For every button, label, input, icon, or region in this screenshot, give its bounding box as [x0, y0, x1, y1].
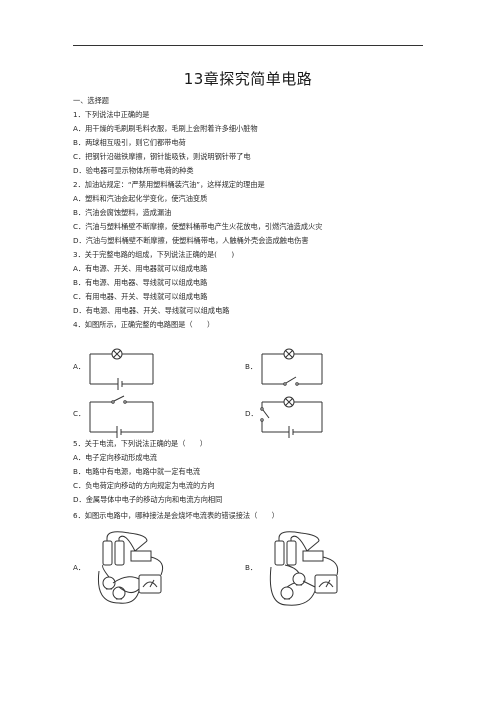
q4-label-c: C．	[73, 409, 86, 418]
q3-stem: 3．关于完整电路的组成，下列说法正确的是( )	[73, 250, 235, 259]
q1-option-a: A．用干燥的毛刷刷毛料衣服，毛刷上会附着许多细小脏物	[73, 124, 258, 133]
q4-circuit-a	[89, 348, 154, 390]
q6-circuit-a-illustration	[97, 531, 164, 604]
switch-icon	[260, 407, 264, 411]
q1-option-b: B．两球相互吸引，则它们都带电荷	[73, 138, 186, 147]
q4-circuit-b	[261, 348, 323, 386]
header-rule	[73, 45, 423, 46]
q1-option-d: D．验电器可显示物体所带电荷的种类	[73, 166, 194, 175]
bulb-icon	[112, 586, 126, 600]
q6-stem: 6．如图示电路中，哪种接法是会烧坏电流表的错误接法（ ）	[73, 511, 279, 520]
battery-icon	[102, 540, 113, 566]
switch-icon	[111, 400, 115, 404]
q3-option-b: B．有电源、用电器、导线就可以组成电路	[73, 278, 208, 287]
q2-option-c: C．汽油与塑料桶壁不断摩擦，使塑料桶带电产生火花放电，引燃汽油造成火灾	[73, 222, 323, 231]
q4-circuit-c	[89, 395, 154, 438]
q6-label-b: B．	[245, 563, 258, 572]
q6-label-a: A．	[73, 563, 86, 572]
q5-option-b: B．电路中有电源，电路中就一定有电流	[73, 467, 201, 476]
q5-option-d: D．金属导体中电子的移动方向和电流方向相同	[73, 495, 223, 504]
q6-circuit-b-illustration	[269, 531, 339, 606]
q4-stem: 4．如图所示，正确完整的电路图是（ ）	[73, 320, 215, 329]
ammeter-icon	[138, 574, 162, 594]
q4-label-d: D．	[245, 409, 258, 418]
q4-label-a: A．	[73, 362, 86, 371]
page-title: 13章探究简单电路	[183, 70, 313, 88]
section-heading: 一、选择题	[73, 96, 109, 105]
q5-option-c: C．负电荷定向移动的方向规定为电流的方向	[73, 481, 215, 490]
switch-icon	[283, 382, 287, 386]
q2-option-d: D．汽油与塑料桶壁不断摩擦，使塑料桶带电，人触桶外壳会造成触电伤害	[73, 236, 309, 245]
q1-option-c: C．把钢针沿磁铁摩擦，钢针能吸铁，则说明钢针带了电	[73, 152, 251, 161]
q3-option-a: A．有电源、开关、用电器就可以组成电路	[73, 264, 208, 273]
q4-label-b: B．	[245, 362, 258, 371]
q2-option-b: B．汽油会腐蚀塑料，造成漏油	[73, 208, 172, 217]
q3-option-c: C．有用电器、开关、导线就可以组成电路	[73, 292, 208, 301]
q1-stem: 1．下列说法中正确的是	[73, 110, 150, 119]
q5-option-a: A．电子定向移动形成电流	[73, 453, 157, 462]
switch-icon	[302, 550, 324, 562]
bulb-icon	[280, 586, 294, 600]
ammeter-icon	[314, 574, 338, 594]
q2-stem: 2．加油站规定：“严禁用塑料桶装汽油”，这样规定的理由是	[73, 180, 265, 189]
q2-option-a: A．塑料和汽油会起化学变化，使汽油变质	[73, 194, 208, 203]
q5-stem: 5．关于电流，下列说法正确的是（ ）	[73, 439, 207, 448]
q3-option-d: D．有电源、用电器、开关、导线就可以组成电路	[73, 306, 230, 315]
q4-circuit-d	[260, 396, 323, 438]
switch-icon	[130, 550, 152, 562]
battery-icon	[274, 540, 285, 566]
